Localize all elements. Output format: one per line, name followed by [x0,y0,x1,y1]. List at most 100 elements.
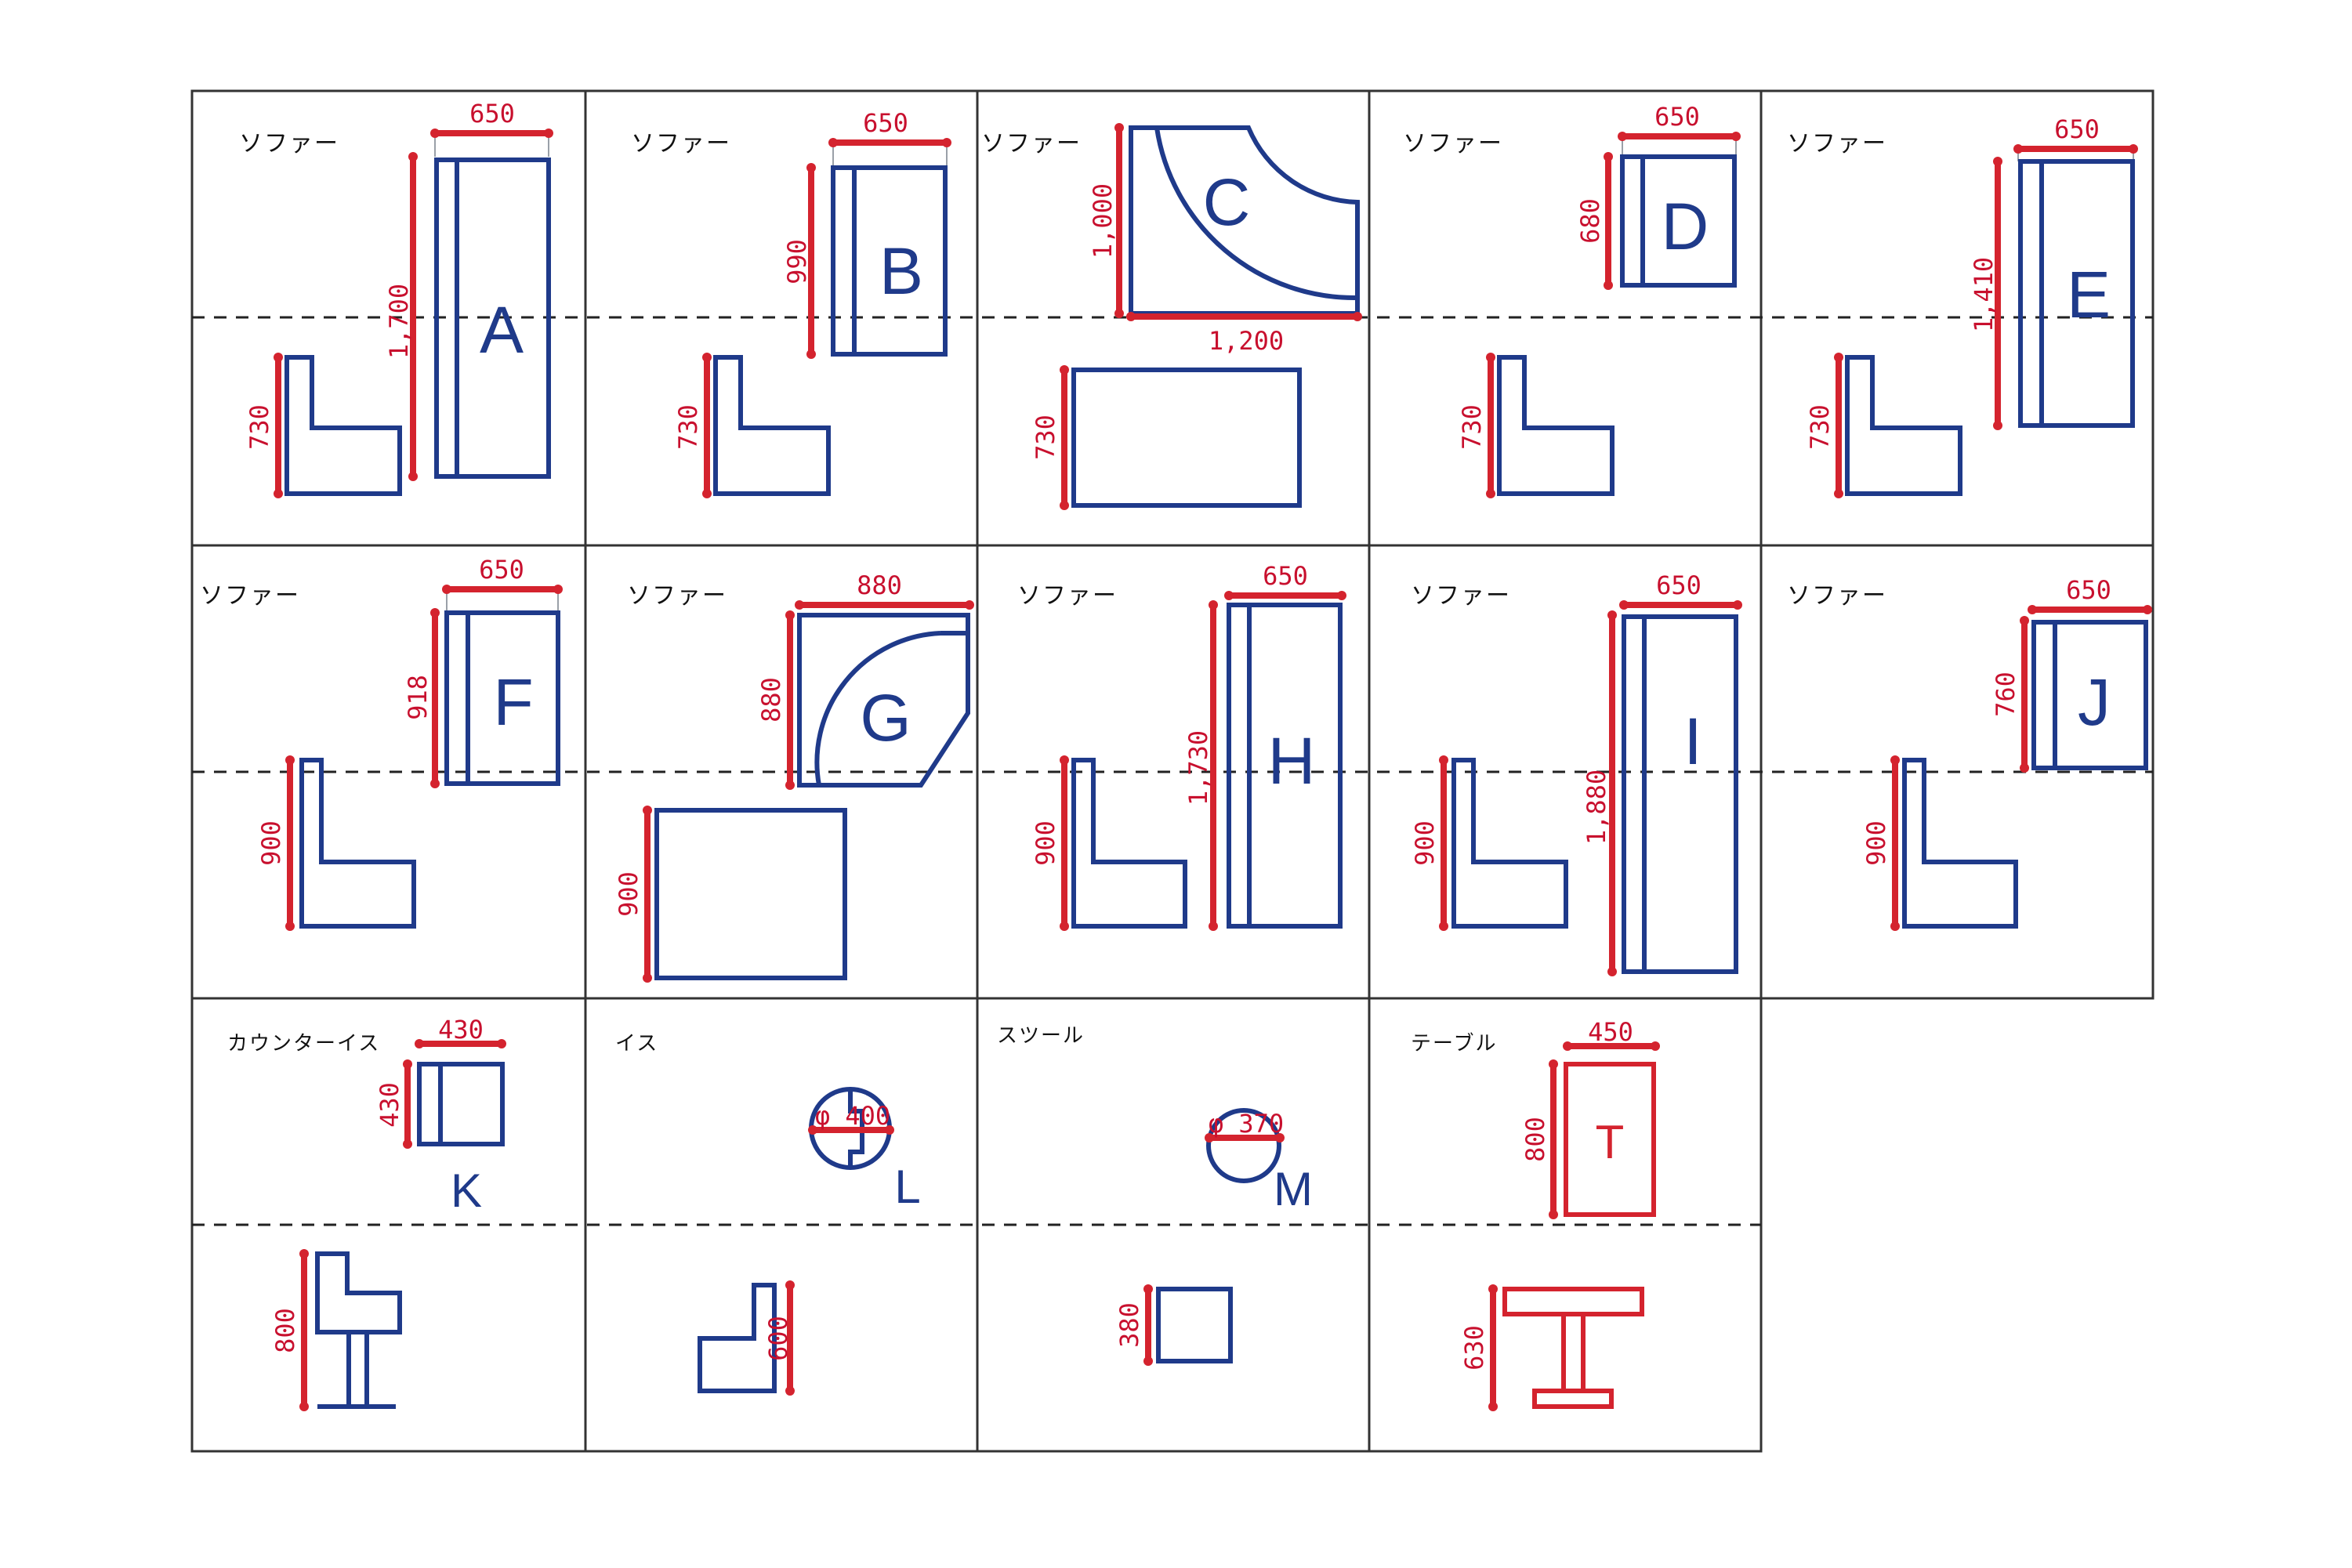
depth-dimension: 918 [403,675,433,720]
depth-dimension: 1,880 [1582,770,1611,845]
plan-outline [444,610,560,786]
side-elevation [1071,368,1302,508]
plan-outline [2031,620,2148,770]
height-dimension: 900 [1861,820,1891,866]
plan-outline [797,613,970,788]
height-dimension: 900 [1410,820,1440,866]
diameter-dimension: φ 400 [815,1101,890,1131]
category-label: スツール [997,1024,1085,1048]
item-letter: E [2067,258,2111,331]
grid [190,89,2154,1453]
width-dimension: 650 [2054,114,2100,144]
depth-dimension: 430 [375,1082,404,1128]
category-label: ソファー [631,130,731,158]
furniture-item-b: ソファー 650 990 B 730 [631,108,951,498]
item-letter: D [1662,190,1709,263]
plan-outline [434,158,551,479]
category-label: ソファー [200,582,300,610]
depth-dimension: 990 [782,239,812,284]
width-dimension: 650 [863,108,908,138]
height-dimension: 730 [1457,404,1487,450]
category-label: ソファー [1411,582,1511,610]
furniture-item-k: カウンターイス 430 430 K 800 [227,1015,506,1411]
plan-outline [1564,1062,1656,1217]
depth-dimension: 1,700 [384,284,414,359]
side-elevation [654,808,847,980]
width-dimension: 430 [438,1015,484,1045]
category-label: ソファー [239,130,339,158]
plan-outline [1620,154,1737,288]
height-dimension: 730 [1031,415,1060,460]
width-dimension: 650 [469,99,515,129]
width-dimension: 650 [2066,575,2111,605]
height-dimension: 600 [763,1316,793,1361]
width-dimension: 650 [1656,570,1701,600]
furniture-item-e: ソファー 650 1,410 E 730 [1787,114,2138,498]
furniture-item-l: イス φ 400 L 600 [615,1032,921,1396]
furniture-item-h: ソファー 650 1,730 H 900 [1017,561,1346,931]
category-label: ソファー [627,582,727,610]
category-label: ソファー [1017,582,1118,610]
plan-outline [1227,603,1343,929]
depth-dimension: 1,410 [1969,257,1999,332]
furniture-item-m: スツール φ 370 M 380 [997,1024,1313,1366]
side-elevation [284,355,402,496]
diameter-dimension: φ 370 [1209,1109,1284,1139]
depth-dimension: 800 [1520,1117,1550,1162]
furniture-item-i: ソファー 650 1,880 I 900 [1410,570,1742,976]
height-dimension: 630 [1459,1325,1489,1371]
furniture-item-c: ソファー 1,000 1,200 C 730 [981,123,1362,510]
item-letter: T [1596,1116,1625,1168]
furniture-item-a: ソファー 650 1,700 A 730 [239,99,553,498]
item-letter: G [860,681,911,755]
side-elevation [299,758,416,929]
plan-outline [831,165,948,357]
depth-dimension: 760 [1991,672,2020,717]
height-dimension: 730 [1805,404,1835,450]
furniture-item-j: ソファー 650 760 J 900 [1787,575,2152,931]
side-elevation [698,1283,777,1393]
height-dimension: 900 [1031,820,1060,866]
height-dimension: 730 [673,404,703,450]
item-letter: B [879,234,923,308]
depth-dimension: 680 [1575,198,1605,244]
height-dimension: 900 [614,871,643,917]
plan-outline [1622,614,1738,974]
item-letter: L [894,1161,920,1213]
item-letter: H [1268,724,1316,798]
width-dimension: 650 [1263,561,1308,591]
category-label: カウンターイス [227,1032,380,1056]
depth-dimension: 880 [756,677,786,722]
item-letter: K [451,1164,482,1217]
plan-outline [2018,159,2135,428]
item-letter: M [1274,1163,1313,1215]
width-dimension: 650 [1654,102,1700,132]
width-dimension: 880 [857,570,902,600]
category-label: ソファー [1787,130,1887,158]
side-elevation [1902,758,2018,929]
category-label: テーブル [1411,1032,1497,1056]
depth-dimension: 1,000 [1088,183,1118,259]
item-letter: C [1203,165,1251,239]
category-label: ソファー [981,130,1082,158]
side-elevation [713,355,831,496]
category-label: ソファー [1403,130,1503,158]
height-dimension: 800 [270,1308,300,1353]
side-elevation [1497,355,1615,496]
side-elevation [1845,355,1962,496]
side-elevation [1156,1287,1233,1363]
furniture-item-d: ソファー 650 680 D 730 [1403,102,1741,498]
height-dimension: 730 [245,404,274,450]
item-letter: A [480,293,524,367]
plan-outline [1129,125,1360,316]
side-elevation [1502,1287,1644,1316]
side-elevation [1071,758,1187,929]
width-dimension: 1,200 [1209,326,1284,356]
furniture-item-g: ソファー 880 880 G 900 [614,570,974,983]
height-dimension: 900 [256,820,286,866]
furniture-item-f: ソファー 650 918 F 900 [200,555,563,931]
item-letter: F [493,665,533,739]
plan-outline [417,1062,505,1146]
item-letter: I [1683,704,1701,778]
